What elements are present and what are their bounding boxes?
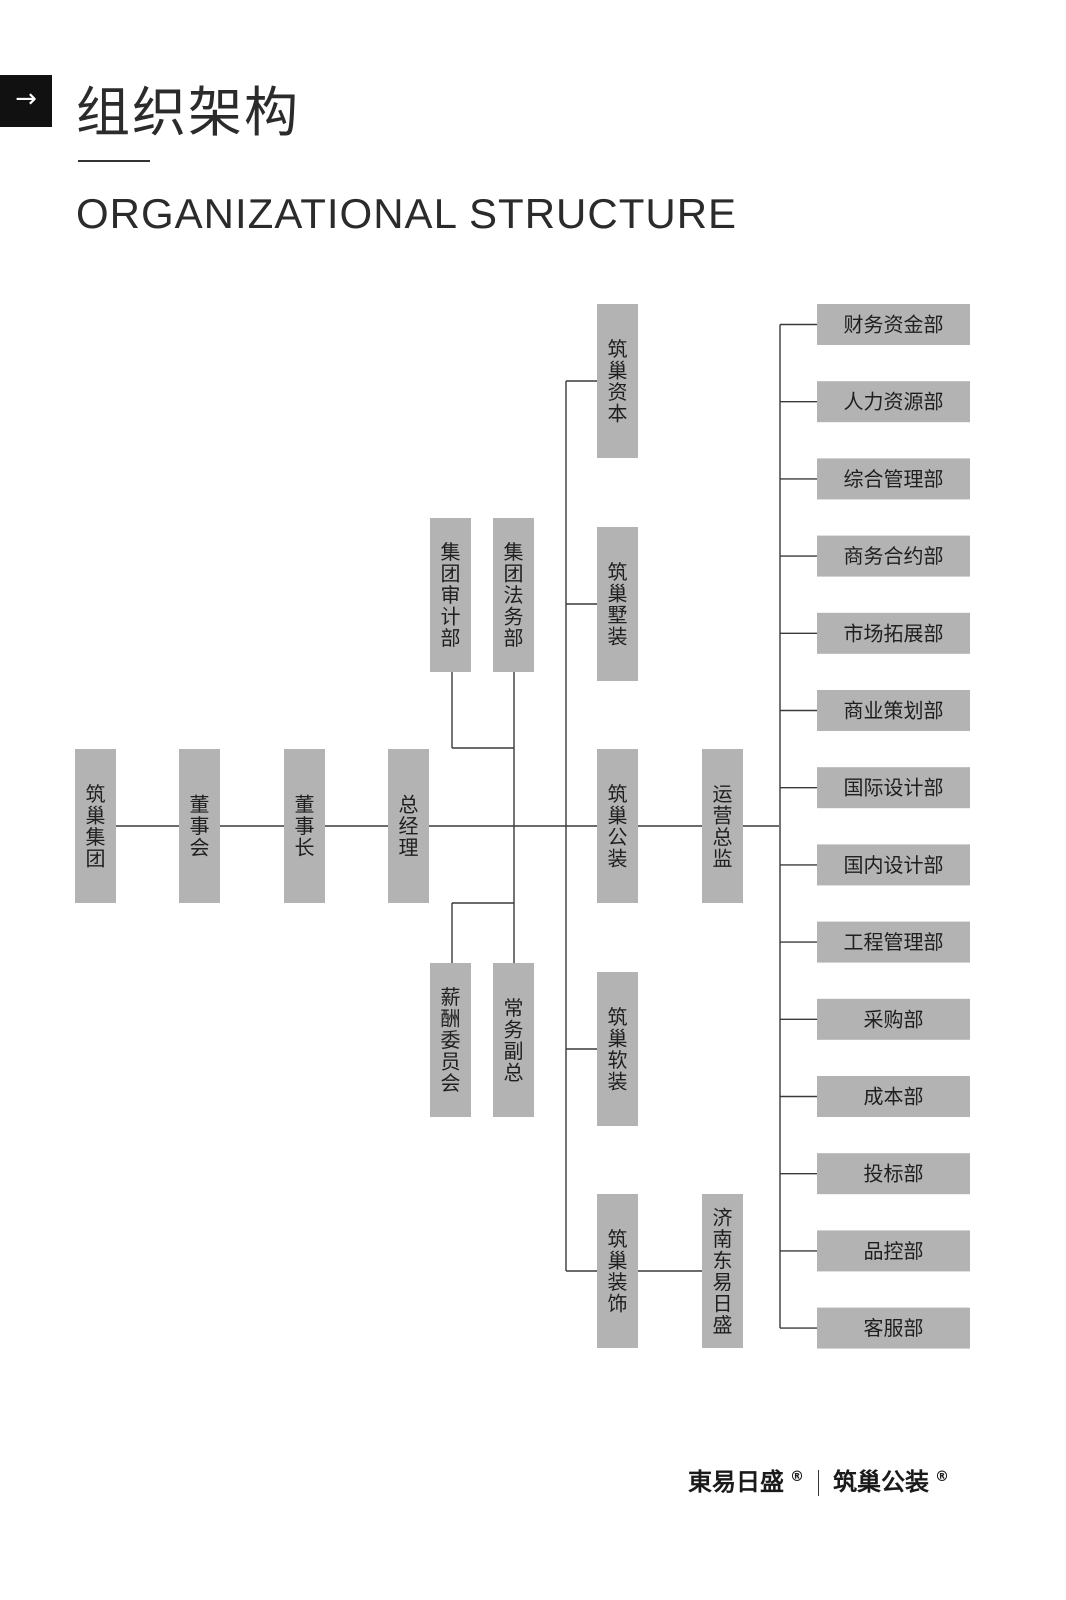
node-department-0: 财务资金部	[817, 304, 970, 345]
node-company-2-label: 筑巢公装	[608, 782, 628, 871]
node-department-2-label: 综合管理部	[844, 467, 944, 491]
page-subtitle: ORGANIZATIONAL STRUCTURE	[76, 190, 738, 237]
node-department-6: 国际设计部	[817, 767, 970, 809]
node-department-5-label: 商业策划部	[844, 699, 944, 723]
node-chain-3-label: 总经理	[399, 793, 419, 860]
node-gm-lower-1: 常务副总	[493, 963, 534, 1117]
node-department-12-label: 品控部	[864, 1239, 924, 1263]
node-gm-upper-0: 集团审计部	[430, 518, 471, 672]
node-chain-1: 董事会	[179, 749, 220, 903]
node-department-4-label: 市场拓展部	[844, 621, 944, 645]
node-gm-lower-0: 薪酬委员会	[430, 963, 471, 1117]
registered-mark: ®	[790, 1469, 804, 1485]
node-operations-director-label: 运营总监	[713, 782, 733, 871]
node-chain-2-label: 董事长	[295, 793, 315, 860]
title-divider	[78, 160, 150, 162]
node-department-8-label: 工程管理部	[844, 930, 944, 954]
brand-dongyi-risheng: 東易日盛	[688, 1468, 784, 1496]
node-department-1-label: 人力资源部	[844, 390, 944, 414]
node-department-11: 投标部	[817, 1153, 970, 1195]
arrow-icon: →	[0, 75, 52, 127]
node-chain-1-label: 董事会	[190, 793, 210, 860]
node-company-0-label: 筑巢资本	[608, 337, 628, 426]
page-title: 组织架构	[76, 81, 300, 144]
node-department-5: 商业策划部	[817, 690, 970, 731]
node-department-13-label: 客服部	[864, 1316, 924, 1340]
node-department-9: 采购部	[817, 998, 970, 1040]
brand-zhuchao-gongzhuang: 筑巢公装	[833, 1468, 929, 1496]
node-company-4: 筑巢装饰	[597, 1194, 638, 1348]
node-department-6-label: 国际设计部	[844, 776, 944, 800]
node-gm-lower-1-label: 常务副总	[504, 996, 524, 1085]
node-jinan-branch: 济南东易日盛	[702, 1194, 743, 1348]
node-company-4-label: 筑巢装饰	[608, 1227, 628, 1316]
node-company-1: 筑巢墅装	[597, 527, 638, 681]
node-department-11-label: 投标部	[864, 1162, 924, 1186]
node-department-12: 品控部	[817, 1230, 970, 1272]
node-department-13: 客服部	[817, 1307, 970, 1349]
node-chain-3: 总经理	[388, 749, 429, 903]
node-department-4: 市场拓展部	[817, 612, 970, 654]
node-chain-2: 董事长	[284, 749, 325, 903]
node-company-1-label: 筑巢墅装	[608, 560, 628, 649]
node-department-3: 商务合约部	[817, 535, 970, 577]
node-department-10-label: 成本部	[864, 1085, 924, 1109]
node-jinan-branch-label: 济南东易日盛	[713, 1205, 733, 1337]
connector-lines	[116, 323, 817, 1329]
node-department-3-label: 商务合约部	[844, 544, 944, 568]
node-company-3: 筑巢软装	[597, 972, 638, 1126]
node-company-0: 筑巢资本	[597, 304, 638, 458]
node-department-0-label: 财务资金部	[844, 313, 944, 337]
node-chain-0-label: 筑巢集团	[86, 782, 106, 871]
node-department-7: 国内设计部	[817, 844, 970, 886]
node-company-2: 筑巢公装	[597, 749, 638, 903]
node-operations-director: 运营总监	[702, 749, 743, 903]
node-department-10: 成本部	[817, 1076, 970, 1117]
node-department-7-label: 国内设计部	[844, 853, 944, 877]
node-gm-upper-1: 集团法务部	[493, 518, 534, 672]
footer-separator	[818, 1470, 819, 1496]
node-department-1: 人力资源部	[817, 381, 970, 423]
registered-mark: ®	[935, 1469, 949, 1485]
node-gm-upper-1-label: 集团法务部	[504, 540, 524, 650]
footer-brand: 東易日盛 ® 筑巢公装 ®	[688, 1462, 949, 1497]
node-gm-upper-0-label: 集团审计部	[441, 540, 461, 650]
node-company-3-label: 筑巢软装	[608, 1005, 628, 1094]
node-chain-0: 筑巢集团	[75, 749, 116, 903]
node-department-9-label: 采购部	[864, 1007, 924, 1031]
node-gm-lower-0-label: 薪酬委员会	[441, 985, 461, 1095]
node-department-8: 工程管理部	[817, 921, 970, 963]
node-department-2: 综合管理部	[817, 458, 970, 500]
